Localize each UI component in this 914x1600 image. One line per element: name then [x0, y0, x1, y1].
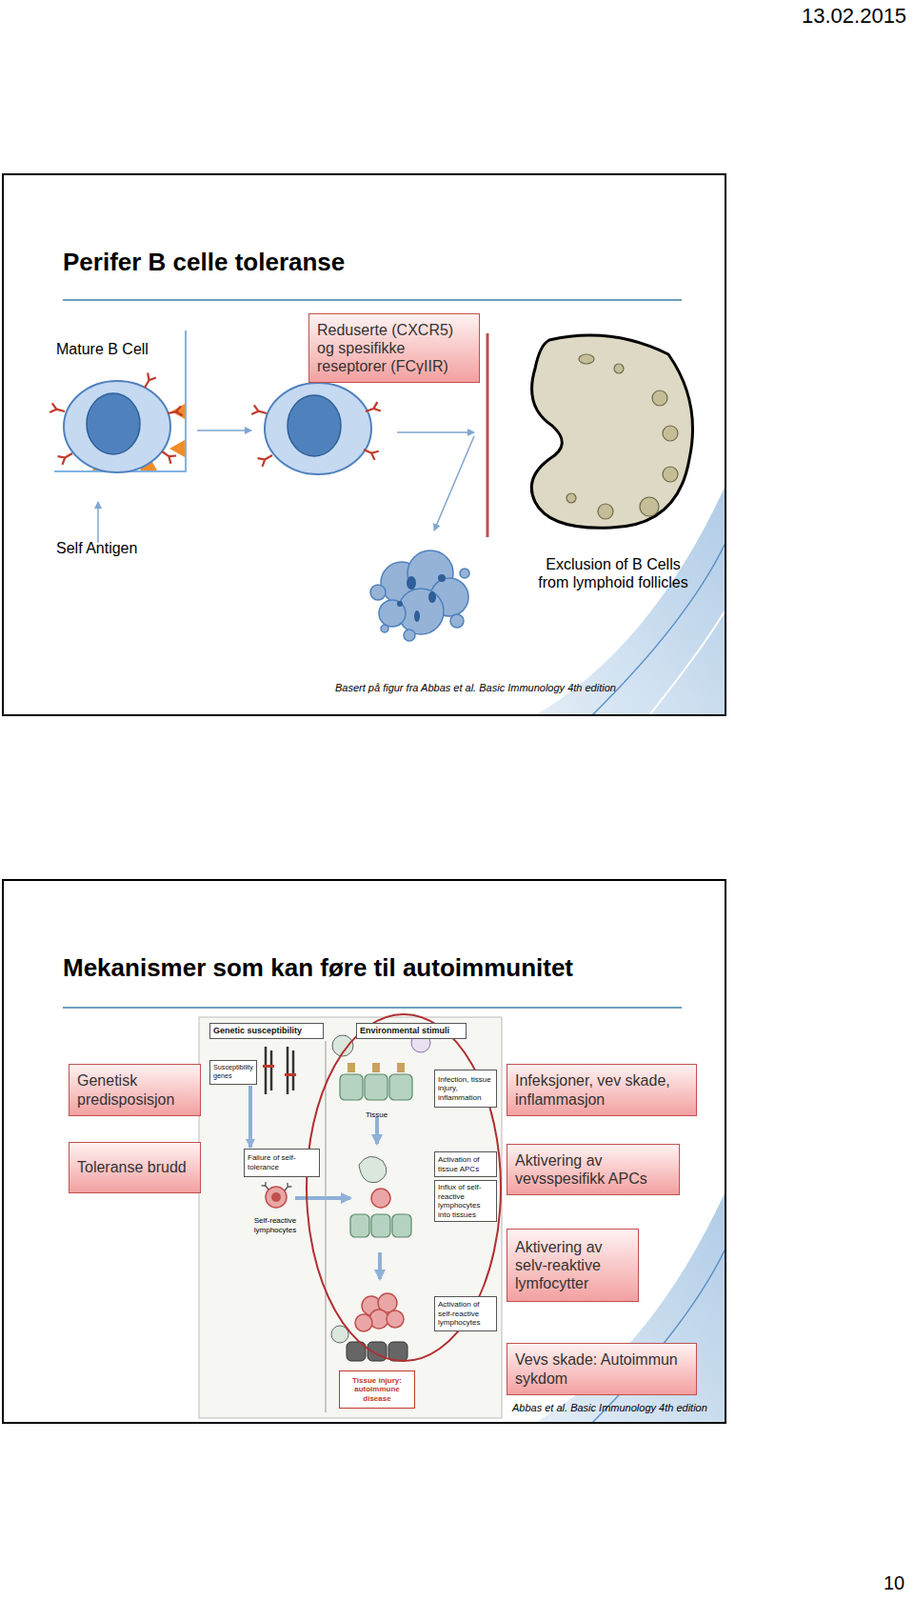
- outcome-box: Tissue injury: autoimmune disease: [338, 1370, 416, 1409]
- figure-label: Self-reactive lymphocytes: [245, 1215, 305, 1234]
- figure-box: Influx of self-reactive lymphocytes into…: [434, 1179, 497, 1222]
- callout-box: Genetisk predisposisjon: [68, 1063, 201, 1116]
- figure-box: Activation of tissue APCs: [434, 1151, 497, 1177]
- slide-title: Perifer B celle toleranse: [62, 247, 345, 278]
- figure-label: Exclusion of B Cells from lymphoid folli…: [529, 555, 697, 592]
- figure-label: Tissue: [365, 1110, 388, 1120]
- flow-arrow: [248, 1085, 253, 1148]
- callout-box: Infeksjoner, vev skade, inflammasjon: [506, 1063, 697, 1116]
- source-note: Abbas et al. Basic Immunology 4th editio…: [512, 1401, 708, 1414]
- figure-text: Influx of self-reactive lymphocytes into…: [437, 1182, 494, 1219]
- column-header: Genetic susceptibility: [209, 1022, 324, 1039]
- figure-text: Genetic susceptibility: [213, 1025, 320, 1036]
- figure-text: Environmental stimuli: [359, 1025, 463, 1036]
- figure-box: Failure of self-tolerance: [243, 1148, 320, 1177]
- figure-text: Activation of self-reactive lymphocytes: [437, 1299, 494, 1328]
- figure-box: Infection, tissue injury, inflammation: [434, 1069, 497, 1108]
- figure-text: Infection, tissue injury, inflammation: [437, 1074, 494, 1103]
- column-header: Environmental stimuli: [356, 1022, 467, 1039]
- slide-panel: Mekanismer som kan føre til autoimmunite…: [1, 878, 727, 1424]
- slide-panel: Perifer B celle toleranseReduserte (CXCR…: [1, 173, 727, 716]
- figure-label: Mature B Cell: [56, 339, 149, 358]
- date-label: 13.02.2015: [801, 3, 907, 29]
- figure-text: Activation of tissue APCs: [437, 1154, 494, 1173]
- callout-text: Vevs skade: Autoimmun sykdom: [515, 1350, 689, 1387]
- callout-box: Vevs skade: Autoimmun sykdom: [506, 1342, 697, 1395]
- figure-label: Self Antigen: [56, 538, 138, 557]
- slide-title: Mekanismer som kan føre til autoimmunite…: [62, 953, 574, 983]
- callout-box: Toleranse brudd: [68, 1141, 201, 1193]
- callout-box: Aktivering av selv-reaktive lymfocytter: [506, 1228, 639, 1302]
- callout-text: Reduserte (CXCR5) og spesifikke reseptor…: [317, 320, 472, 377]
- callout-text: Genetisk predisposisjon: [77, 1071, 193, 1108]
- callout-text: Infeksjoner, vev skade, inflammasjon: [515, 1071, 689, 1108]
- figure-text: Tissue injury: autoimmune disease: [342, 1375, 412, 1404]
- figure-text: Failure of self-tolerance: [247, 1152, 317, 1172]
- callout-box: Aktivering av vevsspesifikk APCs: [506, 1143, 680, 1195]
- callout-text: Aktivering av selv-reaktive lymfocytter: [515, 1237, 631, 1293]
- figure-box: Susceptibility genes: [209, 1059, 258, 1085]
- page-number: 10: [883, 1570, 905, 1594]
- source-note: Basert på figur fra Abbas et al. Basic I…: [335, 681, 616, 695]
- callout-box: Reduserte (CXCR5) og spesifikke reseptor…: [308, 313, 480, 383]
- figure-box: Activation of self-reactive lymphocytes: [434, 1295, 497, 1332]
- figure-text: Susceptibility genes: [213, 1063, 254, 1080]
- callout-text: Aktivering av vevsspesifikk APCs: [515, 1151, 672, 1188]
- callout-text: Toleranse brudd: [77, 1157, 193, 1176]
